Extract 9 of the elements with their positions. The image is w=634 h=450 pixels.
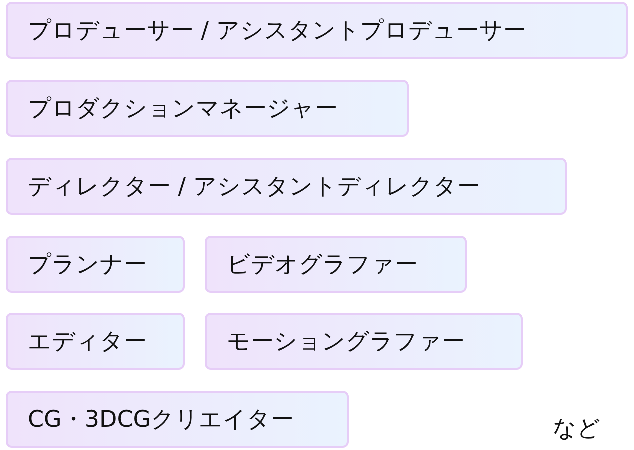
role-box: プランナー <box>6 236 185 293</box>
role-box: ディレクター / アシスタントディレクター <box>6 158 567 215</box>
role-box: ビデオグラファー <box>205 236 467 293</box>
role-box: プロダクションマネージャー <box>6 80 409 137</box>
role-box: モーショングラファー <box>205 313 523 370</box>
role-box: プロデューサー / アシスタントプロデューサー <box>6 2 628 59</box>
role-box: エディター <box>6 313 185 370</box>
role-box: CG・3DCGクリエイター <box>6 391 349 448</box>
note-text: など <box>553 415 601 444</box>
